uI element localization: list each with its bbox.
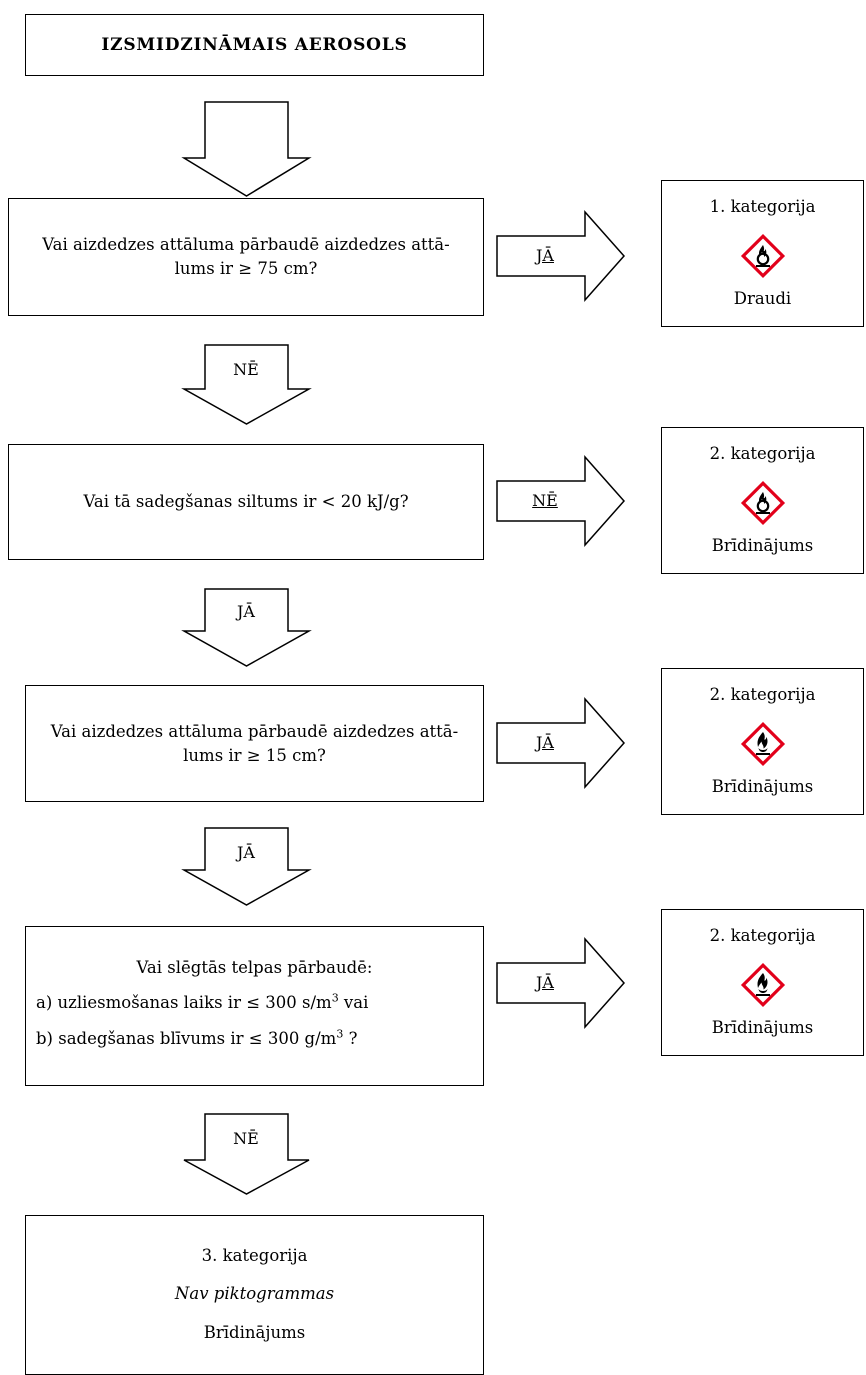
- question-4-title: Vai slēgtās telpas pārbaudē:: [136, 958, 373, 977]
- outcome-signal-word: Brīdinājums: [711, 536, 814, 555]
- right-label-1: JĀ: [536, 246, 554, 265]
- outcome-box-4: 2. kategorija Brīdinājums: [661, 909, 864, 1056]
- down-arrow-1: [181, 344, 312, 425]
- outcome-box-2: 2. kategorija Brīdinājums: [661, 427, 864, 574]
- right-arrow-2: [496, 455, 626, 547]
- start-box: IZSMIDZINĀMAIS AEROSOLS: [25, 14, 484, 76]
- outcome-box-3: 2. kategorija Brīdinājums: [661, 668, 864, 815]
- right-arrow-1: [496, 210, 626, 302]
- down-label-1: NĒ: [233, 360, 259, 379]
- down-arrow-start: [181, 101, 312, 197]
- question-text-2: Vai tā sadegšanas siltums ir < 20 kJ/g?: [83, 492, 409, 511]
- right-label-2: NĒ: [532, 491, 558, 510]
- question-text-3: Vai aizdedzes attāluma pārbaudē aizdedze…: [50, 721, 459, 765]
- question-box-1: Vai aizdedzes attāluma pārbaudē aizdedze…: [8, 198, 484, 316]
- question-box-4: Vai slēgtās telpas pārbaudē: a) uzliesmo…: [25, 926, 484, 1086]
- down-arrow-4: [183, 1113, 310, 1195]
- final-no-pictogram: Nav piktogrammas: [174, 1284, 335, 1303]
- question-4-condition-b: b) sadegšanas blīvums ir ≤ 300 g/m3 ?: [36, 1027, 358, 1049]
- flame-icon: [740, 962, 786, 1008]
- outcome-category: 2. kategorija: [709, 685, 816, 704]
- final-signal-word: Brīdinājums: [203, 1323, 306, 1342]
- question-box-3: Vai aizdedzes attāluma pārbaudē aizdedze…: [25, 685, 484, 802]
- outcome-category: 2. kategorija: [709, 926, 816, 945]
- outcome-signal-word: Draudi: [733, 289, 792, 308]
- flame-over-circle-icon: [740, 480, 786, 526]
- down-label-3: JĀ: [237, 843, 255, 862]
- question-text-1: Vai aizdedzes attāluma pārbaudē aizdedze…: [42, 235, 450, 278]
- outcome-signal-word: Brīdinājums: [711, 1018, 814, 1037]
- down-arrow-2: [181, 588, 312, 667]
- final-category: 3. kategorija: [201, 1246, 308, 1265]
- flame-icon: [740, 721, 786, 767]
- final-outcome-box: 3. kategorija Nav piktogrammas Brīdināju…: [25, 1215, 484, 1375]
- right-label-4: JĀ: [536, 973, 554, 992]
- down-label-4: NĒ: [233, 1129, 259, 1148]
- outcome-category: 2. kategorija: [709, 444, 816, 463]
- outcome-box-1: 1. kategorija Draudi: [661, 180, 864, 327]
- right-arrow-4: [496, 937, 626, 1029]
- question-4-condition-a: a) uzliesmošanas laiks ir ≤ 300 s/m3 vai: [36, 991, 369, 1013]
- down-label-2: JĀ: [237, 602, 255, 621]
- question-box-2: Vai tā sadegšanas siltums ir < 20 kJ/g?: [8, 444, 484, 560]
- outcome-category: 1. kategorija: [709, 197, 816, 216]
- right-arrow-3: [496, 697, 626, 789]
- down-arrow-3: [181, 827, 312, 906]
- flame-over-circle-icon: [740, 233, 786, 279]
- start-label: IZSMIDZINĀMAIS AEROSOLS: [101, 35, 408, 55]
- right-label-3: JĀ: [536, 733, 554, 752]
- outcome-signal-word: Brīdinājums: [711, 777, 814, 796]
